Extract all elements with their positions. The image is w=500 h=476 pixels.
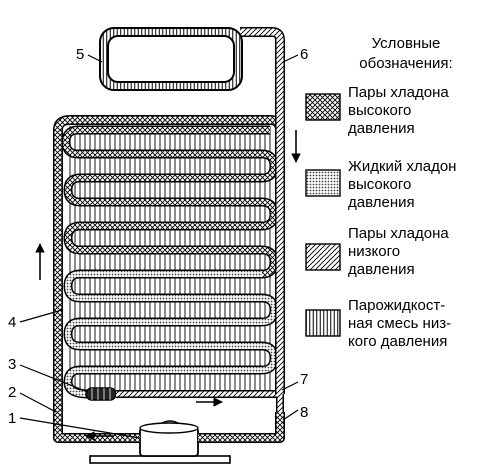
legend-item-2-line1: Жидкий хладон [348,158,456,175]
callout-6: 6 [300,46,308,63]
legend-item-1-line3: давления [348,120,415,137]
legend-swatch-lp-mixture [305,309,341,337]
condenser-coil [61,125,279,399]
filter-drier [85,387,117,401]
legend-swatch-hp-vapour [305,93,341,121]
condenser-fins [69,126,271,390]
callout-7: 7 [300,371,308,388]
legend-item-1-line1: Пары хладона [348,84,449,101]
callout-numbers: 1 2 3 4 5 6 7 8 [8,46,308,427]
callout-8: 8 [300,404,308,421]
legend: Условные обозначения: Пары хладона высок… [305,35,456,350]
evaporator [99,27,243,91]
legend-item-1-line2: высокого [348,102,411,119]
flow-arrows [35,130,301,441]
compressor-lid [139,422,199,434]
callout-2: 2 [8,384,16,401]
legend-item-4-line1: Парожидкост- [348,297,445,314]
legend-item-3-line1: Пары хладона [348,225,449,242]
callout-3: 3 [8,356,16,373]
leader-lines [19,54,299,439]
legend-item-4-line2: ная смесь низ- [348,315,451,332]
discharge-line [53,130,285,443]
compressor [89,420,231,464]
legend-item-3-line3: давления [348,261,415,278]
legend-title-line2: обозначения: [359,55,452,72]
legend-item-2-line2: высокого [348,176,411,193]
legend-swatch-lp-vapour [305,243,341,271]
suction-line [116,27,285,412]
callout-1: 1 [8,410,16,427]
legend-title-line1: Условные [372,35,441,52]
legend-swatch-hp-liquid [305,169,341,197]
legend-item-2-line3: давления [348,194,415,211]
legend-item-3-line2: низкого [348,243,400,260]
callout-4: 4 [8,314,16,331]
callout-5: 5 [76,46,84,63]
compressor-base-plate [89,455,231,464]
legend-item-4-line3: кого давления [348,333,447,350]
